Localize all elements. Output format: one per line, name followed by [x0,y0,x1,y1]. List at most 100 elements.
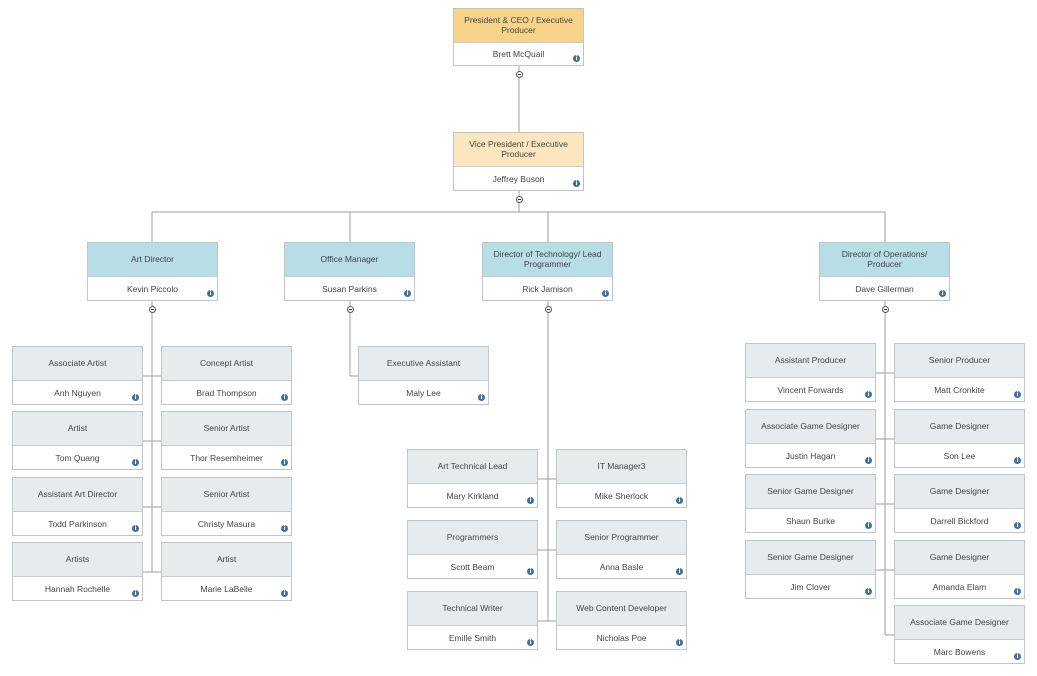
info-icon[interactable]: i [132,459,139,466]
info-icon[interactable]: i [865,457,872,464]
node-title: Artists [13,543,142,577]
info-icon[interactable]: i [527,497,534,504]
collapse-toggle-icon[interactable] [881,305,889,313]
info-icon[interactable]: i [207,290,214,297]
node-name: Amanda Elam [932,581,987,592]
node-name: Anna Basle [599,561,644,572]
node-name: Justin Hagan [785,450,836,461]
info-icon[interactable]: i [1014,588,1021,595]
info-icon[interactable]: i [132,525,139,532]
node-name: Todd Parkinson [48,518,107,529]
node-name: Emille Smith [448,632,497,643]
info-icon[interactable]: i [281,459,288,466]
info-icon[interactable]: i [132,394,139,401]
node-title: Director of Operations/ Producer [820,243,949,277]
node-name: Brad Thompson [196,387,257,398]
node-title: Senior Programmer [557,521,686,555]
info-icon[interactable]: i [865,391,872,398]
node-name: Scott Beam [450,561,495,572]
info-icon[interactable]: i [1014,653,1021,660]
collapse-toggle-icon[interactable] [346,305,354,313]
info-icon[interactable]: i [404,290,411,297]
info-icon[interactable]: i [527,639,534,646]
node-name: Jim Clover [790,581,831,592]
collapse-toggle-icon[interactable] [544,305,552,313]
info-icon[interactable]: i [1014,457,1021,464]
node-name: Shaun Burke [785,515,836,526]
node-title: Associate Artist [13,347,142,381]
node-name: Susan Parkins [322,283,377,294]
info-icon[interactable]: i [132,590,139,597]
node-title: IT Manager3 [557,450,686,484]
info-icon[interactable]: i [865,588,872,595]
node-title: Office Manager [285,243,414,277]
info-icon[interactable]: i [527,568,534,575]
info-icon[interactable]: i [676,639,683,646]
info-icon[interactable]: i [573,55,580,62]
info-icon[interactable]: i [281,590,288,597]
node-title: Associate Game Designer [895,606,1024,640]
info-icon[interactable]: i [865,522,872,529]
node-title: Web Content Developer [557,592,686,626]
node-title: Game Designer [895,475,1024,509]
node-title: Senior Artist [162,478,291,512]
node-name: Mary Kirkland [446,490,499,501]
node-title: President & CEO / Executive Producer [454,9,583,43]
node-name: Son Lee [943,450,976,461]
node-title: Programmers [408,521,537,555]
node-title: Director of Technology/ Lead Programmer [483,243,612,277]
info-icon[interactable]: i [939,290,946,297]
node-title: Artist [162,543,291,577]
node-title: Senior Game Designer [746,475,875,509]
info-icon[interactable]: i [478,394,485,401]
node-title: Technical Writer [408,592,537,626]
node-title: Associate Game Designer [746,410,875,444]
collapse-toggle-icon[interactable] [515,195,523,203]
node-name: Thor Resemheimer [190,452,263,463]
info-icon[interactable]: i [676,497,683,504]
info-icon[interactable]: i [1014,391,1021,398]
info-icon[interactable]: i [1014,522,1021,529]
node-name: Dave Gillerman [855,283,914,294]
node-name: Hannah Rochelle [44,583,111,594]
info-icon[interactable]: i [676,568,683,575]
info-icon[interactable]: i [602,290,609,297]
info-icon[interactable]: i [573,180,580,187]
info-icon[interactable]: i [281,394,288,401]
node-name: Marc Bowens [933,646,986,657]
collapse-toggle-icon[interactable] [515,70,523,78]
collapse-toggle-icon[interactable] [148,305,156,313]
info-icon[interactable]: i [281,525,288,532]
